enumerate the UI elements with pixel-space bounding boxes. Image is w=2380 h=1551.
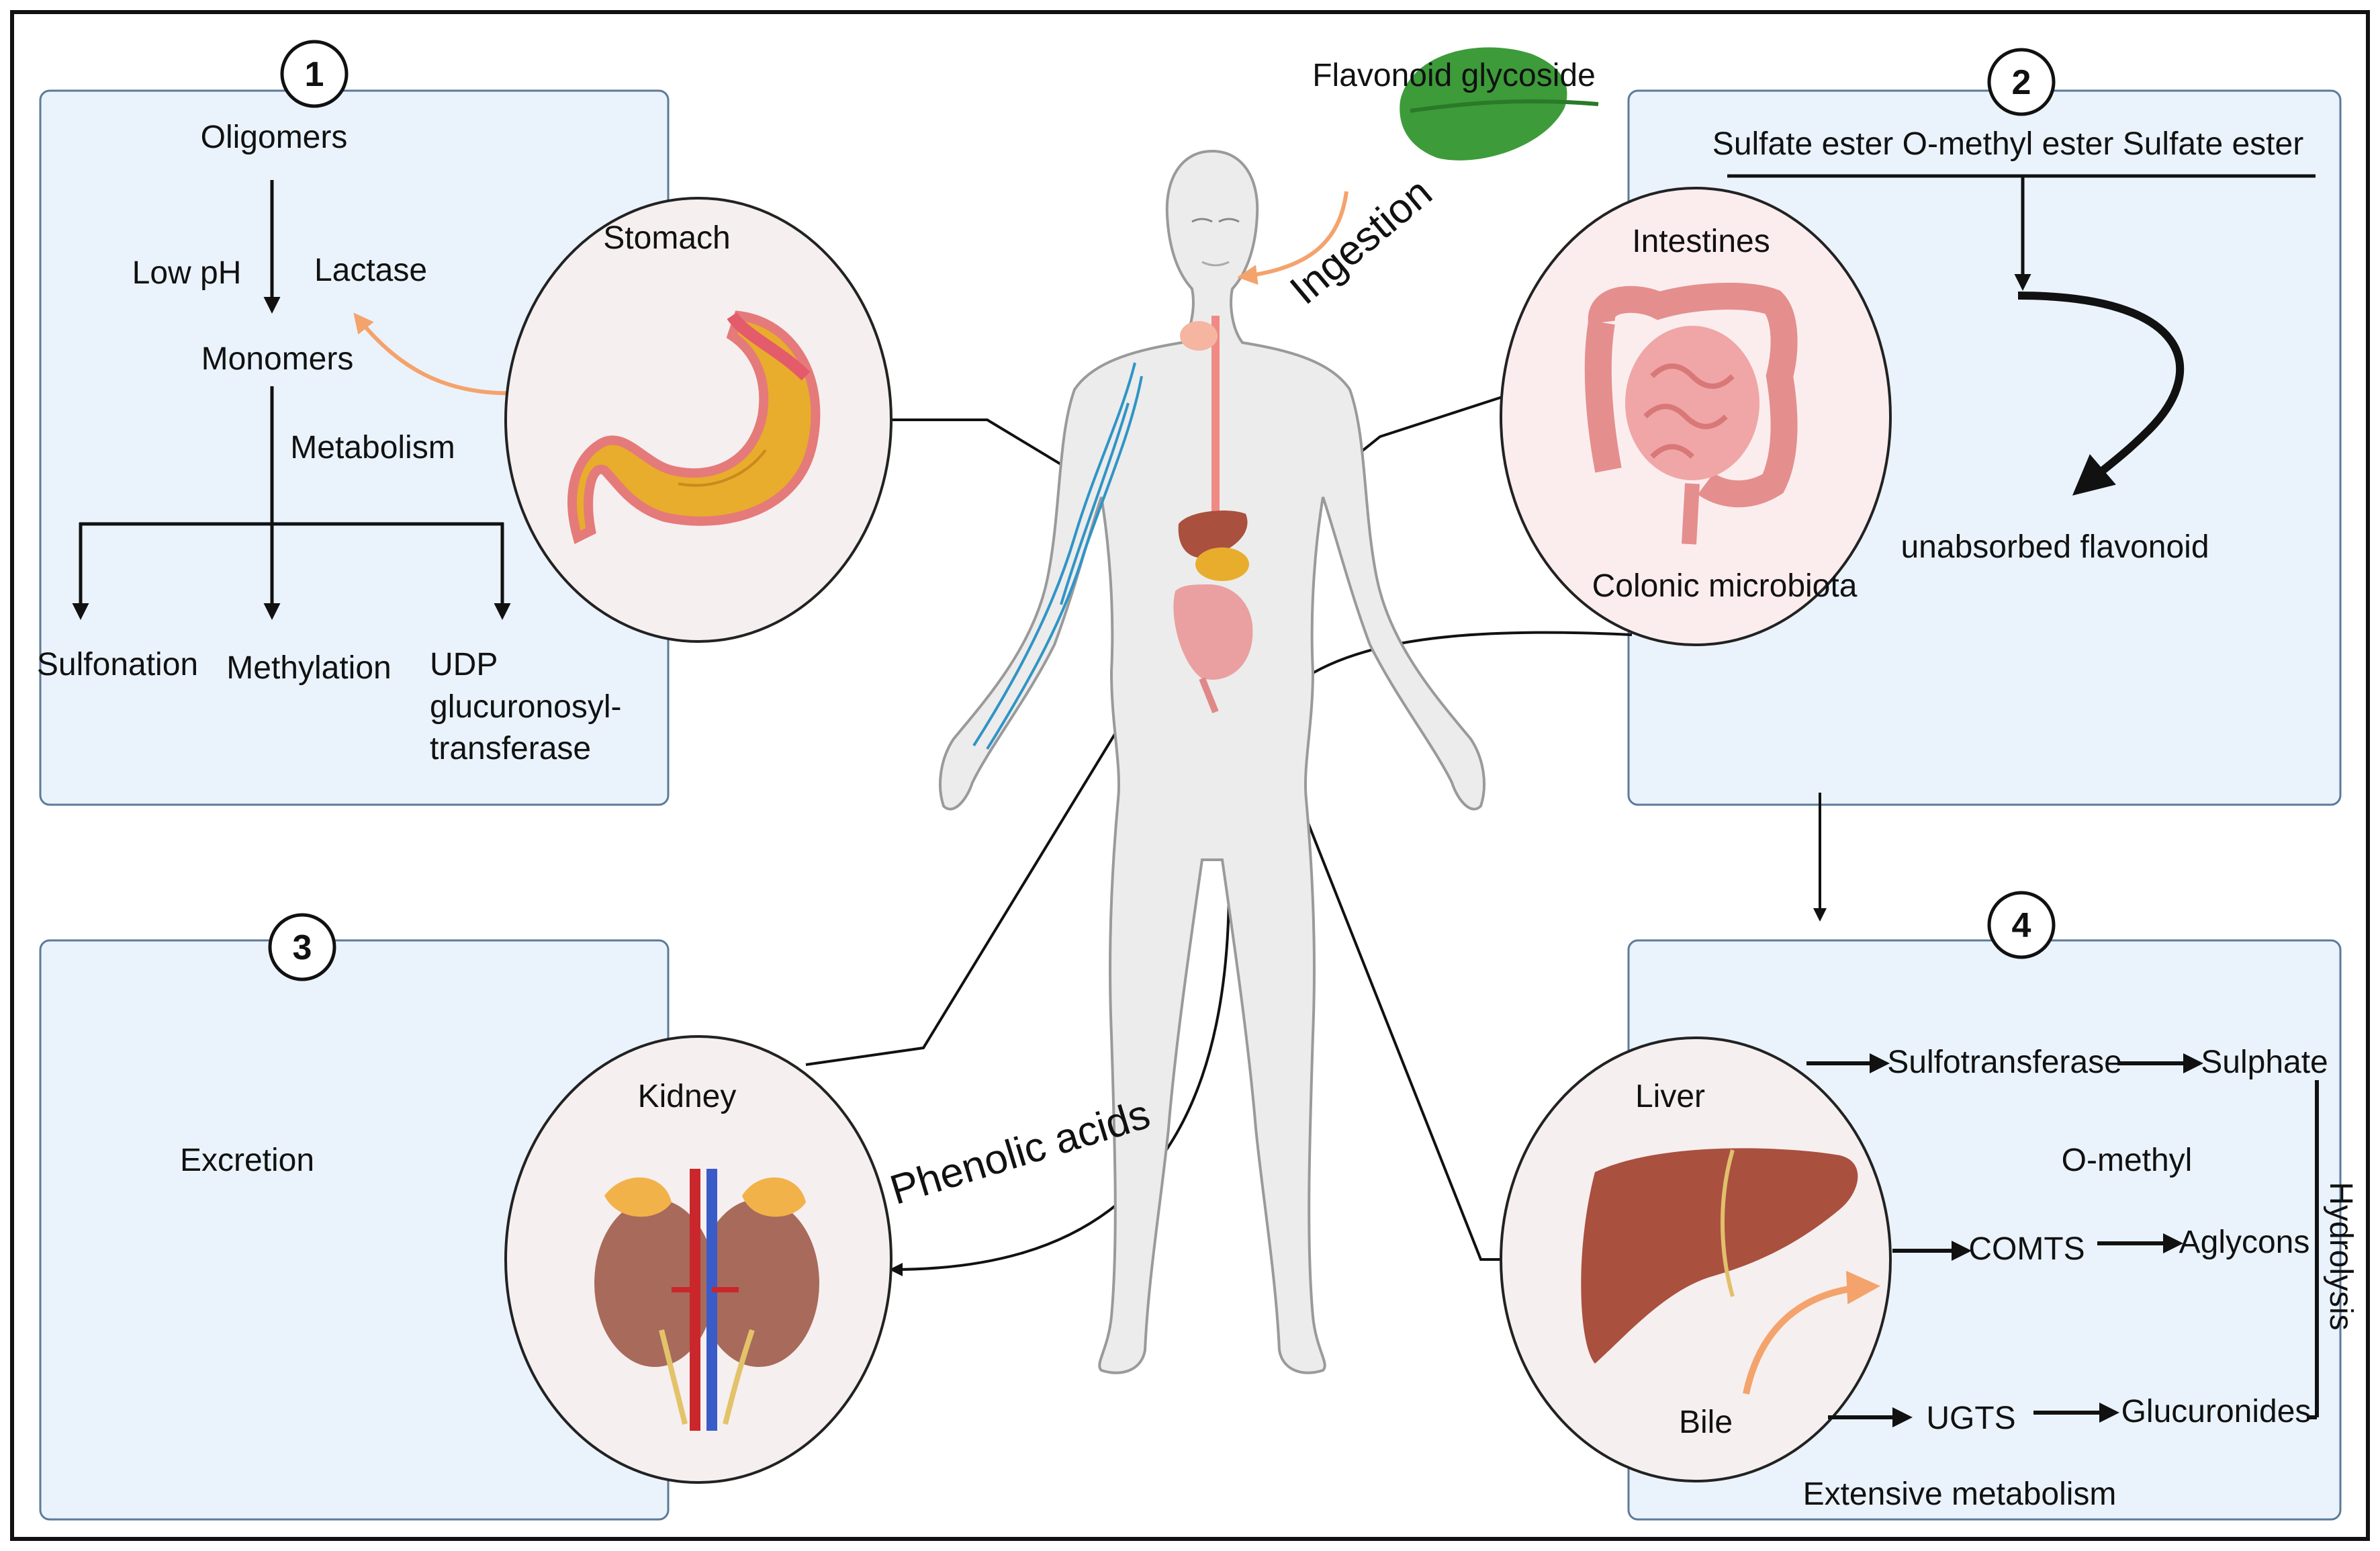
kidney-icon [594,1169,819,1431]
stomach-circle: Stomach [504,197,892,643]
udp-label-line1: UDP [430,647,498,682]
badge-3-number: 3 [293,928,312,967]
badge-2-number: 2 [2012,63,2031,102]
liver-circle: Liver Bile [1500,1036,1892,1482]
colonic-microbiota-label: Colonic microbiota [1592,568,1858,604]
body-silhouette [939,149,1485,1374]
stomach-label: Stomach [603,220,730,256]
sulfonation-label: Sulfonation [37,647,198,682]
badge-4-number: 4 [2012,906,2031,945]
arm-veins [972,362,1143,750]
body-liver [1178,511,1248,558]
oligomers-label: Oligomers [201,120,348,155]
sulphate-label: Sulphate [2201,1045,2328,1080]
excretion-label: Excretion [180,1143,314,1178]
kidney-label: Kidney [638,1079,737,1114]
glucuronides-label: Glucuronides [2121,1394,2312,1429]
intestines-label: Intestines [1632,224,1770,259]
lactase-label: Lactase [314,253,427,288]
udp-label-line2: glucuronosyl- [430,689,621,725]
ester-header: Sulfate ester O-methyl ester Sulfate est… [1712,126,2303,162]
badge-3: 3 [268,913,336,981]
bile-label: Bile [1679,1405,1733,1440]
monomers-label: Monomers [201,341,354,377]
metabolism-label: Metabolism [290,430,455,466]
extensive-metabolism-label: Extensive metabolism [1803,1476,2117,1512]
throat [1180,321,1218,351]
stomach-icon [567,310,821,545]
sulfotransferase-label: Sulfotransferase [1887,1045,2122,1080]
flavonoid-glycoside-label: Flavonoid glycoside [1312,58,1596,93]
human-body [939,149,1485,1374]
bile-arrow [1743,1270,1880,1395]
body-stomach [1195,547,1249,581]
aglycons-label: Aglycons [2179,1225,2310,1260]
hydrolysis-label: Hydrolysis [2323,1182,2359,1330]
ugts-label: UGTS [1926,1401,2015,1436]
leaf-icon [1400,47,1599,161]
body-intestine [1173,584,1253,680]
kidney-circle: Kidney [504,1035,892,1484]
liver-connector [1231,631,1504,1261]
metabolism-branches [72,522,511,620]
kidney-connector [805,590,1203,1066]
curved-unabsorbed-arrow [2017,292,2184,496]
liver-label: Liver [1635,1079,1705,1114]
badge-4: 4 [1987,891,2056,959]
comts-label: COMTS [1968,1231,2085,1267]
udp-label-line3: transferase [430,731,591,766]
methylation-label: Methylation [226,650,391,686]
intestine-icon [1584,282,1798,545]
intestine-circle: Intestines Colonic microbiota [1500,187,1892,646]
liver-pathway-arrows [1806,1053,2319,1427]
badge-1-number: 1 [305,55,324,94]
stomach-to-lactase-arrow [353,312,521,396]
ingestion-arrow [1237,191,1348,285]
liver-icon [1581,1148,1858,1364]
badge-1: 1 [280,40,349,108]
badge-2: 2 [1987,48,2056,116]
low-ph-label: Low pH [132,255,242,291]
o-methyl-label: O-methyl [2062,1143,2193,1178]
unabsorbed-flavonoid-label: unabsorbed flavonoid [1901,529,2209,565]
